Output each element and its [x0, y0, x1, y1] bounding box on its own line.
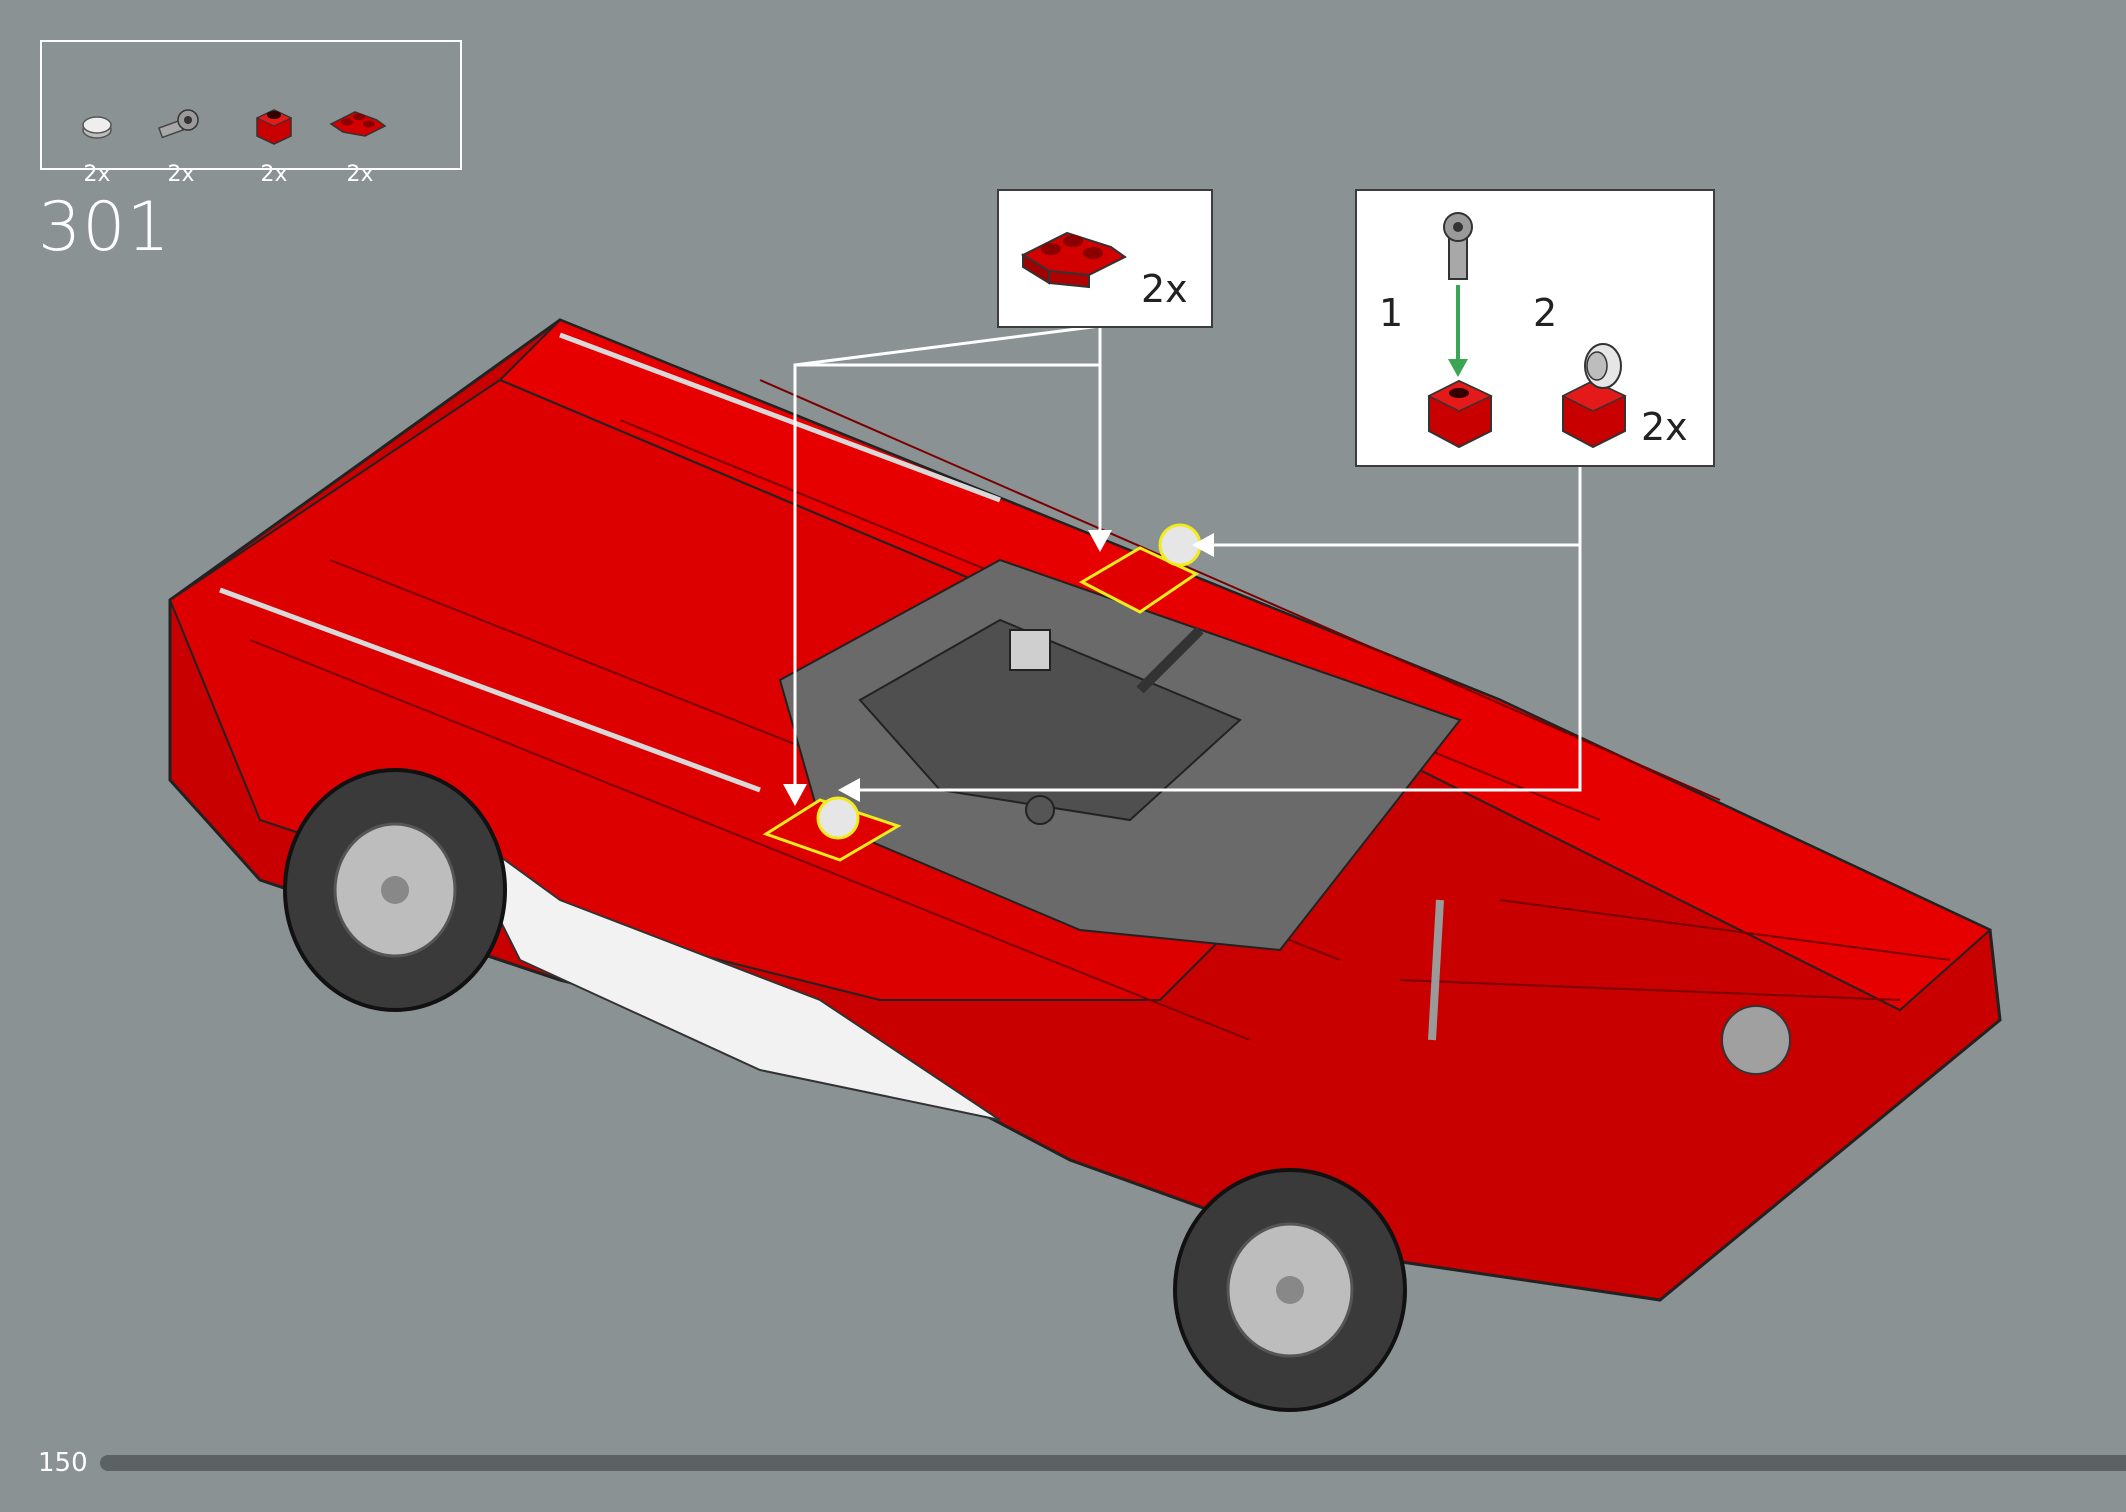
red-corner-plate-icon	[329, 111, 387, 137]
red-corner-plate-icon	[1020, 231, 1127, 289]
front-wheel	[283, 768, 507, 1012]
callout-corner-plate: 2x	[997, 189, 1213, 328]
parts-list-box: 2x 2x 2x 2x	[40, 40, 462, 187]
progress-bar	[100, 1455, 2126, 1471]
antenna-icon	[1428, 899, 1444, 1041]
part-qty: 2x	[346, 162, 374, 187]
part-red-corner-plate: 2x	[325, 90, 395, 187]
step-number: 301	[38, 188, 171, 267]
callout-qty: 2x	[1141, 267, 1188, 311]
highlight-new-parts-bottom	[762, 796, 902, 862]
substep-2-number: 2	[1533, 291, 1558, 335]
callout-leader-lines	[793, 324, 1582, 792]
rear-wheel	[1173, 1168, 1407, 1412]
part-qty: 2x	[260, 162, 288, 187]
callout-qty: 2x	[1641, 405, 1688, 449]
clip-bracket-icon	[1443, 212, 1473, 280]
highlight-new-parts-top	[1078, 523, 1202, 614]
clip-bracket-icon	[157, 109, 199, 139]
part-qty: 2x	[83, 162, 111, 187]
callout-arrowheads	[783, 530, 1214, 806]
callout-subassembly: 1 2 2x	[1355, 189, 1715, 467]
part-clip-bracket: 2x	[146, 90, 216, 187]
red-brick-1x1-icon	[1427, 379, 1493, 449]
round-tile-icon	[82, 116, 112, 139]
red-brick-1x1-icon	[255, 109, 293, 145]
part-qty: 2x	[167, 162, 195, 187]
page-number: 150	[38, 1448, 88, 1478]
assembled-clip-brick-icon	[1561, 343, 1627, 449]
substep-1-number: 1	[1379, 291, 1404, 335]
subassembly-diagram	[1427, 212, 1627, 449]
emblem-icon	[1721, 1005, 1791, 1075]
part-red-brick: 2x	[239, 90, 309, 187]
car-interior	[778, 558, 1462, 952]
part-round-tile: 2x	[62, 90, 132, 187]
